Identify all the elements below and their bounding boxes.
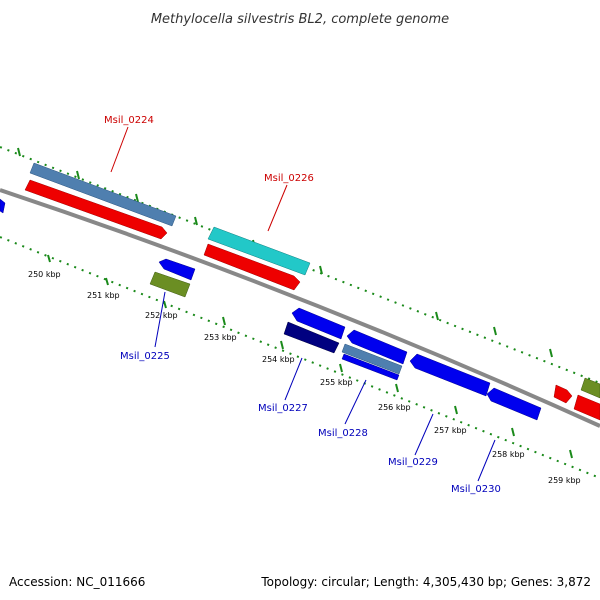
gene-labels: Msil_0224 Msil_0226 Msil_0225 Msil_0227 … [104,115,501,495]
gene-msil-0229[interactable] [409,353,491,397]
accession-text: Accession: NC_011666 [9,575,145,589]
tick-label: 250 kbp [28,270,61,279]
gene-msil-0226-cds[interactable] [203,243,301,291]
gene-label-msil-0224[interactable]: Msil_0224 [104,115,154,126]
gene-blue-mid-2[interactable] [346,329,408,365]
gene-msil-0228-cds[interactable] [341,353,400,381]
gene-msil-0227[interactable] [283,321,340,354]
gene-msil-0225-feature[interactable] [149,271,191,298]
gene-right-cds[interactable] [573,394,600,421]
gene-label-msil-0228[interactable]: Msil_0228 [318,428,368,439]
lower-tick-track [0,236,600,479]
tick-label: 256 kbp [378,403,411,412]
gene-msil-0230[interactable] [486,387,542,421]
reverse-genes [0,198,542,421]
gene-label-msil-0227[interactable]: Msil_0227 [258,403,308,414]
gene-blue-small-1[interactable] [158,258,196,281]
kbp-labels: 250 kbp 251 kbp 252 kbp 253 kbp 254 kbp … [28,270,581,485]
gene-left-edge[interactable] [0,198,6,214]
gene-label-msil-0230[interactable]: Msil_0230 [451,484,501,495]
map-title: Methylocella silvestris BL2, complete ge… [151,12,449,27]
tick-label: 254 kbp [262,355,295,364]
label-leaders [110,126,496,482]
gene-msil-0224-feature[interactable] [29,162,177,227]
genome-summary-text: Topology: circular; Length: 4,305,430 bp… [260,575,591,589]
tick-label: 251 kbp [87,291,120,300]
gene-small-forward-1[interactable] [553,384,573,404]
gene-msil-0228-feature[interactable] [341,343,403,375]
tick-label: 252 kbp [145,311,178,320]
tick-label: 253 kbp [204,333,237,342]
tick-label: 258 kbp [492,450,525,459]
gene-msil-0224-cds[interactable] [24,179,168,240]
gene-label-msil-0225[interactable]: Msil_0225 [120,351,170,362]
gene-msil-0226-feature[interactable] [207,226,311,276]
forward-genes [24,162,600,421]
tick-label: 259 kbp [548,476,581,485]
genome-backbone [0,188,600,428]
tick-label: 257 kbp [434,426,467,435]
gene-label-msil-0226[interactable]: Msil_0226 [264,173,314,184]
gene-right-feature[interactable] [580,377,600,399]
gene-label-msil-0229[interactable]: Msil_0229 [388,457,438,468]
gene-blue-mid-1[interactable] [291,307,346,340]
tick-label: 255 kbp [320,378,353,387]
